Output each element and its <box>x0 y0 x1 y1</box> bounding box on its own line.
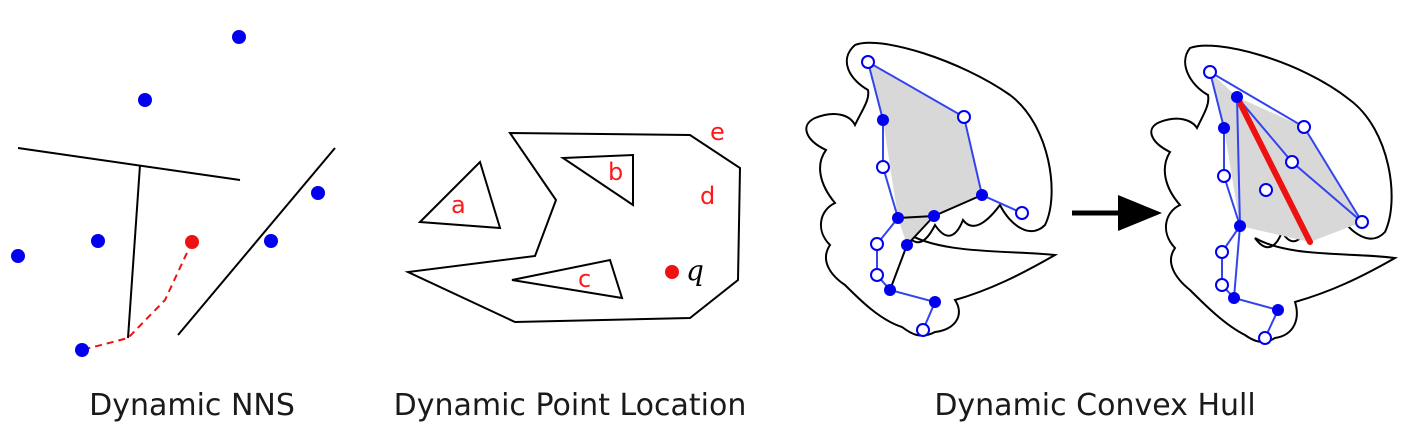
nearest-neighbor-path <box>81 241 193 351</box>
voronoi-edge <box>17 147 241 181</box>
hull-vertex-filled <box>1231 91 1243 103</box>
triangle-region <box>417 160 502 230</box>
subdivision-outer-polygon <box>404 131 742 324</box>
hull-vertex-filled <box>892 212 904 224</box>
region-label-d: d <box>700 182 715 210</box>
hull-vertex-open <box>1297 120 1311 134</box>
hull-vertex-filled <box>1234 220 1246 232</box>
nns-panel <box>11 30 336 357</box>
site-point <box>11 249 25 263</box>
site-point-nearest <box>75 343 89 357</box>
hull-vertex-open <box>1015 206 1029 220</box>
hull-vertex-open <box>870 237 884 251</box>
simple-polygon-outline <box>1150 44 1399 343</box>
hull-vertex-open <box>1355 215 1369 229</box>
simple-polygon-outline <box>805 41 1059 337</box>
hull-vertex-filled <box>901 239 913 251</box>
hull-vertices <box>861 55 1029 337</box>
caption-dynamic-point-location: Dynamic Point Location <box>393 388 747 423</box>
voronoi-edge <box>127 164 141 339</box>
region-label-e: e <box>710 118 725 146</box>
hull-vertex-open <box>876 160 890 174</box>
query-label: q <box>686 254 704 287</box>
site-point <box>138 93 152 107</box>
region-label-a: a <box>451 191 466 219</box>
hull-vertex-filled <box>884 284 896 296</box>
query-point <box>665 265 679 279</box>
hull-vertex-open <box>1285 155 1299 169</box>
region-label-c: c <box>578 265 591 293</box>
hull-vertex-filled <box>976 189 988 201</box>
hull-vertex-filled <box>1272 304 1284 316</box>
hull-vertex-open <box>1215 278 1229 292</box>
region-label-b: b <box>608 158 623 186</box>
caption-dynamic-convex-hull: Dynamic Convex Hull <box>934 388 1256 423</box>
query-point <box>185 235 199 249</box>
triangle-region <box>559 153 634 207</box>
hull-vertex-open <box>861 55 875 69</box>
convex-hull-after <box>1150 44 1399 345</box>
hull-chain <box>867 61 1023 214</box>
site-point <box>91 234 105 248</box>
hull-vertex-open <box>870 268 884 282</box>
hull-vertex-open <box>1259 183 1273 197</box>
hull-vertex-filled <box>1218 122 1230 134</box>
caption-dynamic-nns: Dynamic NNS <box>89 388 295 423</box>
new-hull-edge <box>1234 94 1313 245</box>
triangle-region <box>511 258 624 300</box>
convex-hull-before <box>805 41 1059 337</box>
hull-vertex-open <box>916 323 930 337</box>
hull-vertex-filled <box>929 296 941 308</box>
hull-vertex-open <box>1215 245 1229 259</box>
site-point <box>264 234 278 248</box>
hull-vertex-open <box>1203 65 1217 79</box>
voronoi-edge <box>177 147 336 336</box>
hull-vertex-open <box>1258 331 1272 345</box>
hull-vertex-filled <box>928 210 940 222</box>
hull-vertex-filled <box>877 114 889 126</box>
site-point <box>311 186 325 200</box>
hull-shaded-region <box>868 62 982 245</box>
site-point <box>232 30 246 44</box>
hull-vertex-open <box>957 110 971 124</box>
hull-vertices <box>1203 65 1369 345</box>
transition-arrow-icon <box>1072 195 1162 231</box>
hull-vertex-open <box>1217 169 1231 183</box>
point-location-panel: a b c d e q <box>404 118 742 324</box>
hull-vertex-filled <box>1228 292 1240 304</box>
